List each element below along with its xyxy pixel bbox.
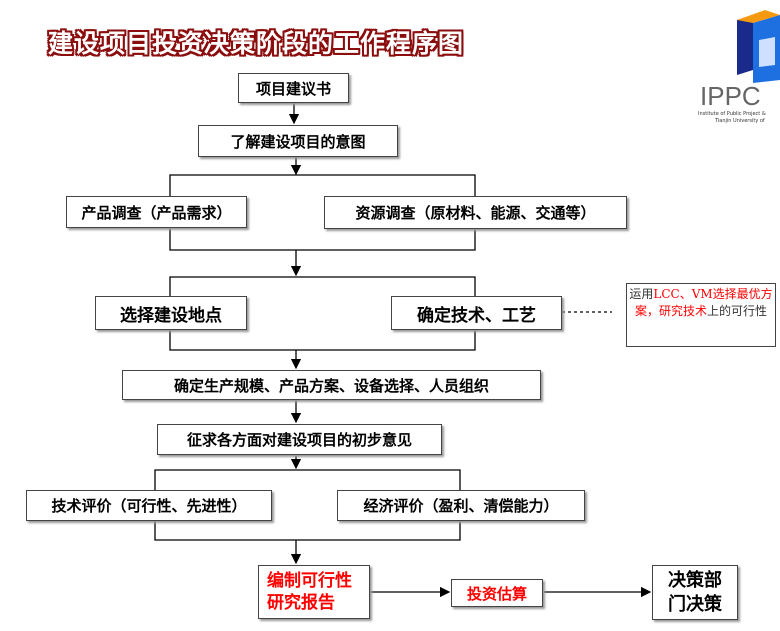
logo-cube-icon: IPPC Institute of Public Project & Tianj… xyxy=(698,10,780,124)
opinions-box: 征求各方面对建设项目的初步意见 xyxy=(157,424,442,455)
note-box: 运用LCC、VM选择最优方案，研究技术上的可行性 xyxy=(626,283,776,347)
econ-eval-box: 经济评价（盈利、清偿能力） xyxy=(337,490,585,521)
intent-box: 了解建设项目的意图 xyxy=(198,125,398,157)
svg-text:Institute of Public Project &: Institute of Public Project & xyxy=(698,111,766,117)
resource-survey-box: 资源调查（原材料、能源、交通等） xyxy=(324,196,627,229)
scale-box: 确定生产规模、产品方案、设备选择、人员组织 xyxy=(122,370,541,400)
feasibility-report-box: 编制可行性研究报告 xyxy=(258,565,370,619)
decision-line2: 门决策 xyxy=(668,593,722,615)
logo-text: IPPC xyxy=(700,81,761,111)
proposal-box: 项目建议书 xyxy=(238,73,349,103)
ippc-logo: IPPC Institute of Public Project & Tianj… xyxy=(695,5,780,125)
decision-line1: 决策部 xyxy=(668,569,722,591)
decision-box: 决策部门决策 xyxy=(652,565,738,620)
report-line2: 研究报告 xyxy=(267,593,335,613)
estimate-box: 投资估算 xyxy=(451,579,543,607)
site-selection-box: 选择建设地点 xyxy=(95,296,247,330)
tech-eval-box: 技术评价（可行性、先进性） xyxy=(26,490,272,521)
technology-box: 确定技术、工艺 xyxy=(391,296,562,330)
report-line1: 编制可行性 xyxy=(267,571,352,591)
product-survey-box: 产品调查（产品需求） xyxy=(66,196,247,228)
svg-text:Tianjin University of: Tianjin University of xyxy=(714,118,765,124)
page-title: 建设项目投资决策阶段的工作程序图 xyxy=(48,29,465,58)
